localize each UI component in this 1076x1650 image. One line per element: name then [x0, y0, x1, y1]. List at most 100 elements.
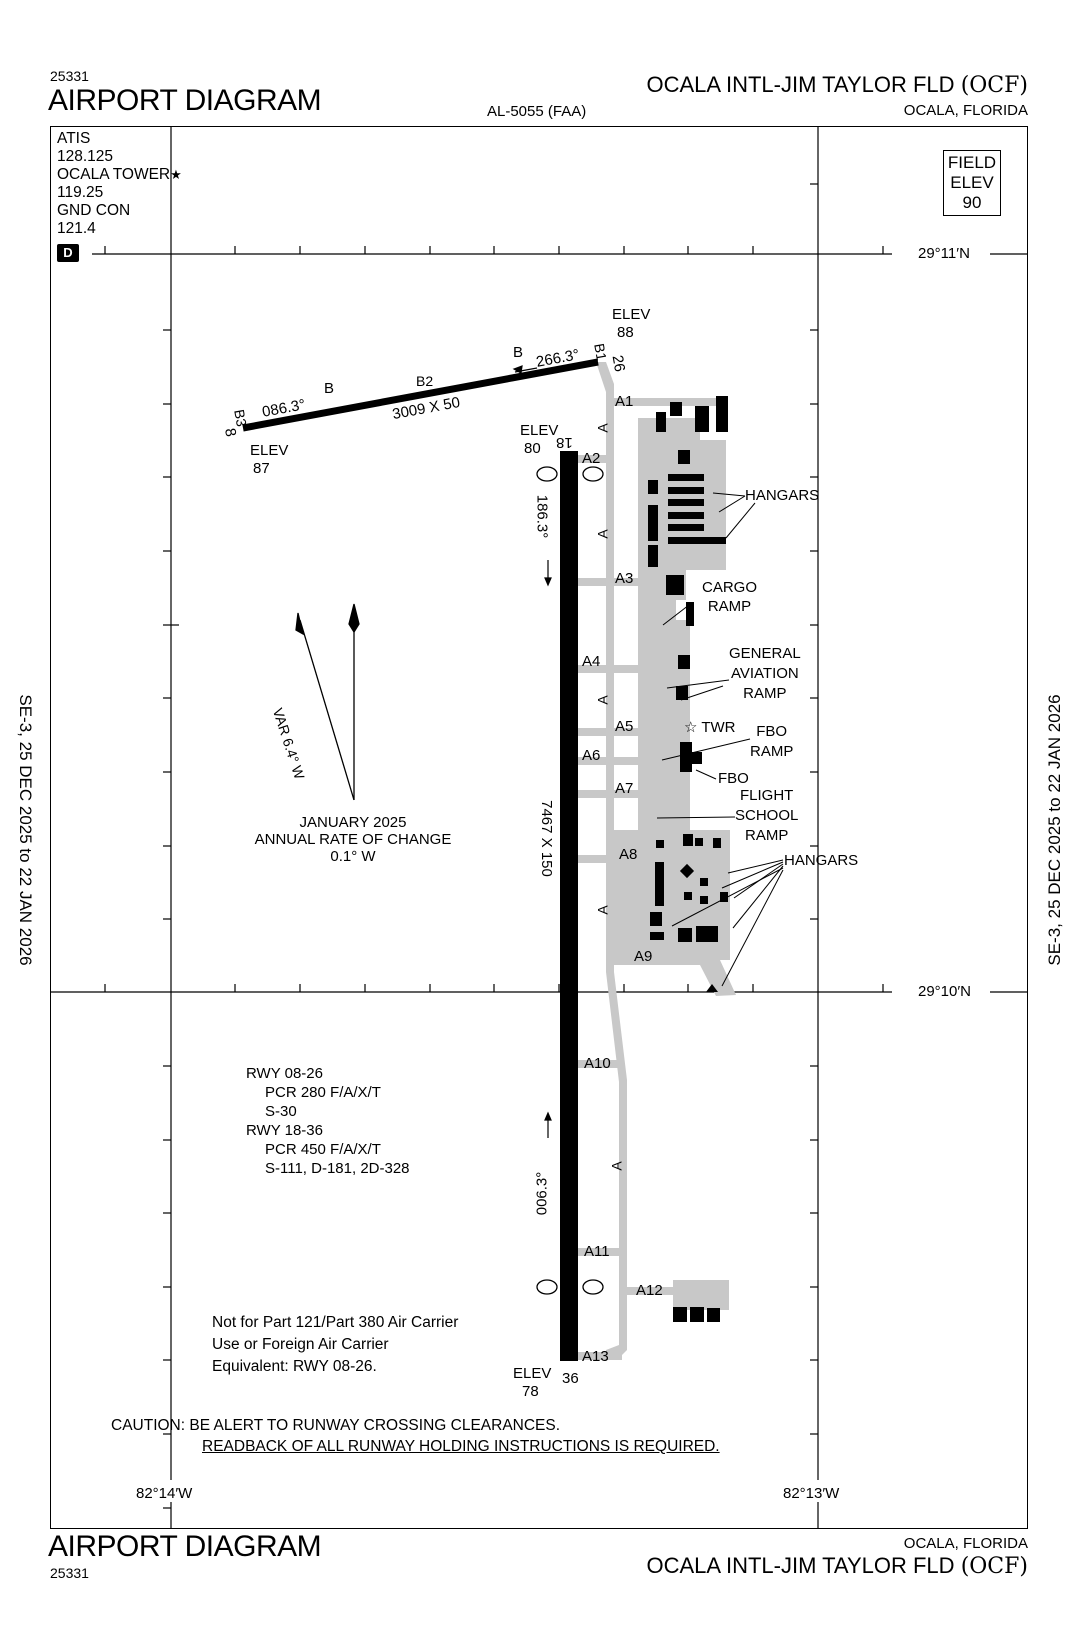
grid-lines: [50, 126, 1028, 1529]
taxiway-a1: A1: [615, 393, 634, 410]
flight-school-line1: FLIGHT: [740, 787, 794, 804]
buildings: [648, 396, 728, 1322]
airport-name-top: OCALA INTL-JIM TAYLOR FLD (OCF): [646, 72, 1028, 98]
elev-18-value: 80: [524, 440, 541, 457]
runway-18-36: [560, 451, 578, 1361]
rwy-end-26: 26: [608, 353, 629, 374]
hold-short-marks: [536, 466, 604, 1295]
rwy-1836-heading-south: 186.3°: [533, 494, 551, 539]
lat-mid-label: 29°10′N: [914, 983, 976, 1000]
chart-number-top: 25331: [50, 68, 89, 84]
caution-line2: READBACK OF ALL RUNWAY HOLDING INSTRUCTI…: [202, 1438, 720, 1455]
taxiway-a5: A5: [615, 718, 634, 735]
lon-right-label: 82°13′W: [783, 1485, 840, 1502]
grid-ticks: [104, 183, 884, 1509]
fbo-label: FBO: [718, 770, 749, 787]
flight-school-line2: SCHOOL: [735, 807, 799, 824]
taxiway-a11: A11: [584, 1243, 610, 1260]
city-bottom: OCALA, FLORIDA: [903, 1535, 1028, 1552]
rwy-end-36: 36: [562, 1370, 579, 1387]
pcr-rwy2-strength: S-111, D-181, 2D-328: [265, 1160, 410, 1177]
atis-freq: 128.125: [57, 148, 114, 165]
ga-ramp-line2: AVIATION: [730, 665, 799, 682]
field-elevation-box: FIELD ELEV 90: [943, 150, 1001, 216]
star-icon: ★: [170, 167, 182, 182]
elev-26-label: ELEV: [612, 306, 651, 323]
elev-36-label: ELEV: [513, 1365, 552, 1382]
elev-18-label: ELEV: [520, 422, 559, 439]
taxiway-a-mark-1: A: [594, 423, 611, 433]
fbo-ramp-line2: RAMP: [750, 743, 794, 760]
tower-row: OCALA TOWER★: [57, 166, 182, 184]
tower-freq: 119.25: [57, 184, 104, 201]
taxiway-a6: A6: [582, 747, 601, 764]
field-elev-value: 90: [962, 193, 982, 212]
rwy-1836-heading-north: 006.3°: [533, 1171, 551, 1216]
taxiway-a-mark-4: A: [594, 905, 611, 915]
part121-line1: Not for Part 121/Part 380 Air Carrier: [212, 1314, 459, 1331]
city-top: OCALA, FLORIDA: [903, 102, 1028, 119]
elev-08-value: 87: [253, 460, 270, 477]
pcr-rwy1: RWY 08-26: [246, 1065, 323, 1082]
heading-arrows: [512, 365, 552, 1138]
cargo-ramp-line2: RAMP: [707, 598, 752, 615]
taxiway-a2: A2: [582, 450, 601, 467]
rate-line2: ANNUAL RATE OF CHANGE: [254, 831, 452, 848]
pcr-block: RWY 08-26 PCR 280 F/A/X/T S-30 RWY 18-36…: [246, 1064, 410, 1178]
tower-label: ☆ TWR: [684, 718, 736, 736]
airport-name-bottom: OCALA INTL-JIM TAYLOR FLD (OCF): [646, 1553, 1028, 1579]
taxiway-b2-label: B2: [416, 373, 434, 389]
fbo-ramp-line1: FBO: [756, 723, 788, 740]
taxiway-a-mark-3: A: [594, 695, 611, 705]
pcr-rwy2: RWY 18-36: [246, 1122, 323, 1139]
taxiway-a7: A7: [615, 780, 634, 797]
elev-08-label: ELEV: [250, 442, 289, 459]
runway-08-26: [242, 358, 599, 432]
chart-number-bottom: 25331: [50, 1565, 89, 1581]
leader-lines: [656, 492, 784, 987]
chart-title-top: AIRPORT DIAGRAM: [48, 84, 322, 117]
cargo-ramp-line1: CARGO: [702, 579, 758, 596]
part121-line3: Equivalent: RWY 08-26.: [212, 1358, 377, 1375]
lat-top-label: 29°11′N: [914, 245, 974, 262]
taxiway-a9: A9: [634, 948, 653, 965]
fbo-ramp-label: FBO RAMP: [750, 722, 793, 762]
part121-line2: Use or Foreign Air Carrier: [212, 1336, 389, 1353]
field-elev-line2: ELEV: [950, 173, 994, 192]
rate-line1: JANUARY 2025: [299, 814, 407, 831]
pcr-rwy1-value: PCR 280 F/A/X/T: [265, 1084, 381, 1101]
taxiway-a3: A3: [615, 570, 634, 587]
field-elev-line1: FIELD: [947, 153, 997, 172]
comm-frequencies: ATIS 128.125 OCALA TOWER★ 119.25 GND CON…: [57, 130, 182, 238]
taxiway-a10: A10: [584, 1055, 611, 1072]
flight-school-ramp-label: FLIGHT SCHOOL RAMP: [735, 786, 798, 846]
caution-line1: CAUTION: BE ALERT TO RUNWAY CROSSING CLE…: [111, 1417, 561, 1434]
part121-note: Not for Part 121/Part 380 Air Carrier Us…: [212, 1312, 458, 1378]
taxiway-b-label-1: B: [324, 380, 335, 397]
rwy-1836-dimensions: 7467 X 150: [537, 800, 555, 877]
ga-ramp-label: GENERAL AVIATION RAMP: [729, 644, 801, 704]
elev-26-value: 88: [617, 324, 634, 341]
taxiway-b3-label: B3: [231, 408, 250, 428]
elev-36-value: 78: [522, 1383, 539, 1400]
tower-star-icon: ☆: [684, 719, 698, 736]
magnetic-variation-arrows: [295, 603, 360, 801]
taxiway-a4: A4: [582, 653, 601, 670]
tower-label: OCALA TOWER: [57, 166, 171, 183]
ga-ramp-line1: GENERAL: [729, 645, 801, 662]
annual-rate-block: JANUARY 2025 ANNUAL RATE OF CHANGE 0.1° …: [246, 814, 460, 865]
airport-name-footer: OCALA INTL-JIM TAYLOR FLD: [646, 1553, 955, 1578]
pcr-rwy2-value: PCR 450 F/A/X/T: [265, 1141, 381, 1158]
lon-left-label: 82°14′W: [136, 1485, 193, 1502]
hangars-label-south: HANGARS: [784, 852, 859, 869]
airport-code: (OCF): [960, 73, 1028, 98]
rate-line3: 0.1° W: [330, 848, 376, 865]
atis-label: ATIS: [57, 130, 91, 147]
ga-ramp-line3: RAMP: [743, 685, 787, 702]
taxiway-a8: A8: [619, 846, 638, 863]
airport-code-footer: (OCF): [960, 1554, 1028, 1579]
taxiway-a12: A12: [636, 1282, 663, 1299]
taxiway-a13: A13: [582, 1348, 609, 1365]
cargo-ramp-label: CARGO RAMP: [702, 578, 757, 616]
